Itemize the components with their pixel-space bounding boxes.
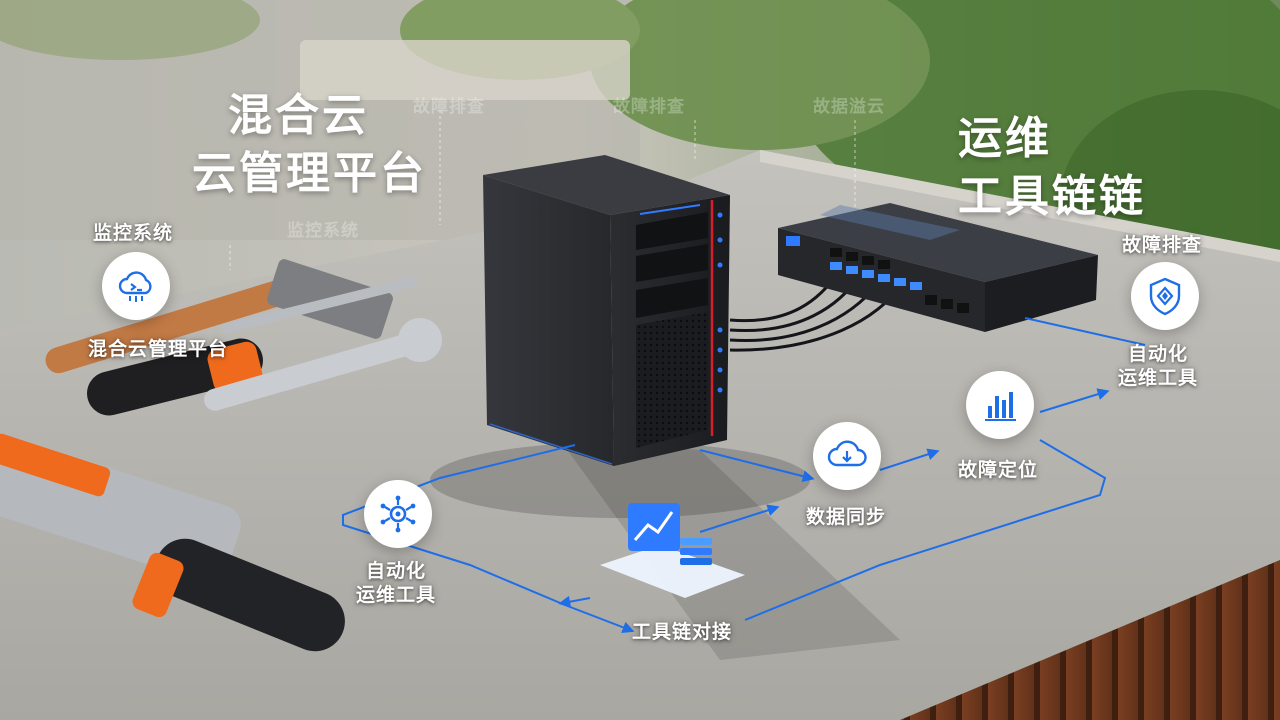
label-data-sync: 数据同步 (806, 506, 887, 528)
watermark-text: 故障排查 (413, 97, 485, 117)
cloud-monitor-icon (102, 252, 170, 320)
flow-lines (342, 317, 1146, 634)
shield-diamond-icon (1131, 262, 1199, 330)
label-monitor-system: 监控系统 (93, 222, 174, 244)
screwdriver (87, 275, 419, 416)
wrench (204, 318, 442, 411)
adjustable-wrench (0, 433, 345, 652)
bar-chart-icon (966, 371, 1034, 439)
server-tower (483, 155, 730, 466)
cloud-download-icon (813, 422, 881, 490)
label-automation-ops-left-line1: 自动化 (366, 560, 427, 582)
label-automation-ops-right-line2: 运维工具 (1118, 366, 1199, 389)
label-hybrid-cloud-platform: 混合云管理平台 (88, 338, 229, 360)
watermark-text: 故障排查 (613, 97, 685, 117)
label-automation-ops-left-line2: 运维工具 (356, 583, 437, 606)
headline-left-line2: 云管理平台 (192, 148, 427, 199)
label-toolchain-docking: 工具链对接 (632, 621, 733, 643)
watermark-text: 监控系统 (287, 221, 359, 241)
network-switch (778, 203, 1098, 332)
label-automation-ops-left: 自动化 运维工具 (356, 560, 436, 608)
headline-left-line1: 混合云 (228, 90, 369, 141)
headline-right-line1: 运维 (958, 113, 1052, 164)
label-fault-troubleshoot: 故障排查 (1122, 234, 1203, 256)
label-fault-locate: 故障定位 (958, 459, 1039, 481)
leader-lines (229, 110, 856, 270)
dashboard-screen-icon (600, 503, 745, 598)
headline-right-line2: 工具链链 (958, 171, 1146, 222)
label-automation-ops-right-line1: 自动化 (1128, 343, 1189, 365)
label-automation-ops-right: 自动化 运维工具 (1118, 343, 1198, 391)
watermark-text: 故据溢云 (813, 97, 885, 117)
gear-network-icon (364, 480, 432, 548)
